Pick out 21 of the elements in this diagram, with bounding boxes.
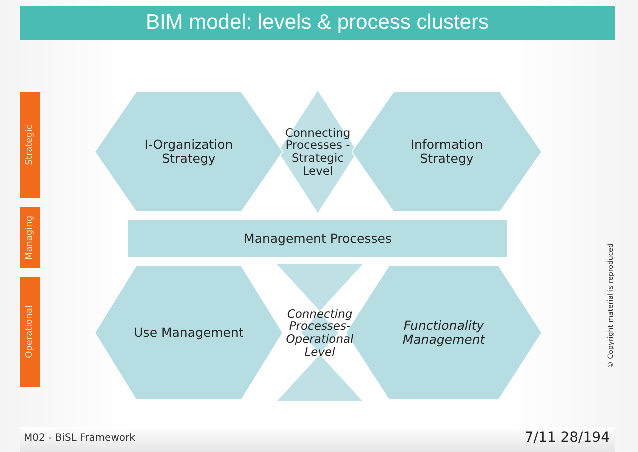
slide-title: BIM model: levels & process clusters — [20, 6, 615, 40]
process-label: Use Management — [134, 326, 244, 340]
level-tab — [20, 207, 40, 268]
process-hourglass — [276, 264, 364, 402]
level-label: Managing — [25, 215, 35, 260]
level-label: Strategic — [25, 124, 35, 166]
process-hexagon — [352, 92, 542, 212]
process-bar — [128, 220, 508, 258]
process-label: Connecting Processes - Strategic Level — [284, 126, 352, 178]
process-label: Functionality Management — [402, 319, 486, 347]
level-tab — [20, 277, 40, 387]
page-number: 7/11 28/194 — [524, 430, 610, 446]
process-hexagon — [95, 266, 283, 400]
process-hexagon — [95, 92, 283, 212]
footer-text: M02 - BiSL Framework — [24, 433, 136, 444]
process-label: I-Organization Strategy — [144, 138, 234, 166]
level-label: Operational — [25, 306, 35, 358]
process-label: Connecting Processes- Operational Level — [285, 308, 355, 358]
process-label: Management Processes — [244, 232, 392, 246]
level-tab — [20, 92, 40, 198]
process-label: Information Strategy — [410, 138, 484, 166]
